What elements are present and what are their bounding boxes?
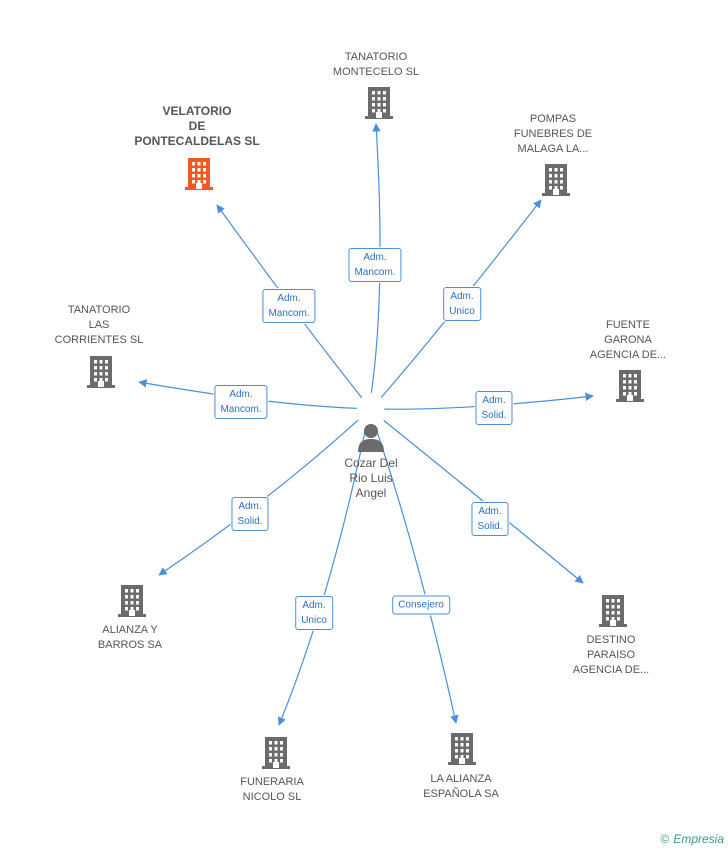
- relation-label-pompas: Adm. Unico: [443, 287, 481, 321]
- relation-label-montecelo: Adm. Mancom.: [348, 248, 402, 282]
- building-icon[interactable]: [363, 86, 395, 125]
- relation-label-garona: Adm. Solid.: [475, 391, 513, 425]
- relation-label-nicolo: Adm. Unico: [295, 596, 333, 630]
- company-label-montecelo[interactable]: TANATORIO MONTECELO SL: [332, 51, 420, 78]
- company-label-pompas[interactable]: POMPAS FUNEBRES DE MALAGA LA...: [513, 113, 593, 155]
- copyright-icon: ©: [660, 832, 670, 846]
- person-icon[interactable]: [357, 422, 385, 457]
- edge-nicolo: [277, 428, 367, 726]
- company-label-destino[interactable]: DESTINO PARAISO AGENCIA DE...: [572, 634, 650, 676]
- relation-label-alianza-barros: Adm. Solid.: [231, 497, 269, 531]
- company-label-garona[interactable]: FUENTE GARONA AGENCIA DE...: [589, 319, 667, 361]
- building-icon[interactable]: [597, 594, 629, 633]
- relation-label-velatorio: Adm. Mancom.: [262, 289, 316, 323]
- relation-label-corrientes: Adm. Mancom.: [214, 385, 268, 419]
- relation-label-alianza-esp: Consejero: [392, 595, 450, 615]
- company-label-velatorio[interactable]: VELATORIO DE PONTECALDELAS SL: [134, 104, 260, 148]
- building-icon[interactable]: [614, 369, 646, 408]
- building-icon[interactable]: [183, 157, 215, 196]
- building-icon[interactable]: [540, 163, 572, 202]
- company-label-alianza-esp[interactable]: LA ALIANZA ESPAÑOLA SA: [423, 773, 499, 800]
- company-label-nicolo[interactable]: FUNERARIA NICOLO SL: [240, 776, 304, 803]
- brand-name: Empresia: [673, 832, 724, 846]
- building-icon[interactable]: [85, 355, 117, 394]
- edge-alianza-esp: [375, 428, 459, 724]
- brand-watermark: ©Empresia: [660, 832, 724, 846]
- building-icon[interactable]: [260, 736, 292, 775]
- company-label-corrientes[interactable]: TANATORIO LAS CORRIENTES SL: [54, 304, 144, 346]
- company-label-alianza-barros[interactable]: ALIANZA Y BARROS SA: [97, 624, 163, 651]
- building-icon[interactable]: [446, 732, 478, 771]
- relation-label-destino: Adm. Solid.: [471, 502, 509, 536]
- edge-destino: [383, 419, 584, 584]
- building-icon[interactable]: [116, 584, 148, 623]
- center-person-label[interactable]: Cozar Del Rio Luis Angel: [344, 456, 398, 500]
